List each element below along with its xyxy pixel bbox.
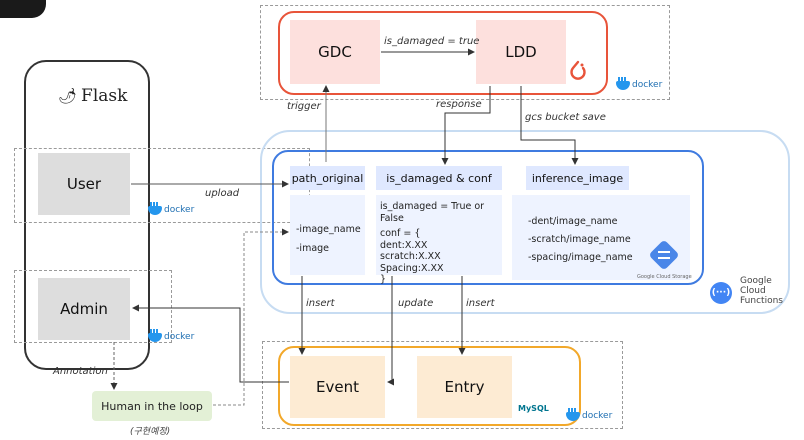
ldd-node: LDD (476, 20, 566, 84)
docker-icon (148, 328, 162, 342)
panel-line: Spacing:X.XX (380, 262, 444, 274)
event-to-admin-arrow (132, 304, 289, 383)
docker-icon (616, 76, 630, 90)
inference-image-header: inference_image (526, 166, 629, 190)
path-original-panel: -image_name -image (290, 195, 365, 275)
human-note: (구현예정) (130, 427, 171, 437)
human-to-functions-line (213, 228, 289, 406)
admin-label: Admin (60, 300, 108, 318)
panel-line: conf = { (380, 228, 421, 239)
gdc-label: GDC (318, 43, 352, 61)
panel-line: dent:X.XX (380, 239, 428, 251)
model-docker-badge: docker (616, 76, 662, 90)
model-docker-box (260, 5, 670, 100)
ldd-label: LDD (505, 43, 537, 61)
response-edge-label: response (436, 99, 482, 110)
human-in-the-loop-node: Human in the loop (92, 391, 212, 421)
user-label: User (66, 175, 102, 193)
user-docker-badge: docker (148, 201, 194, 215)
gcs-label: Google Cloud Storage (637, 274, 692, 280)
gcs-icon-bars (658, 251, 670, 259)
pytorch-container (278, 11, 608, 95)
functions-box (272, 150, 704, 285)
event-node: Event (290, 356, 385, 418)
admin-docker-badge: docker (148, 328, 194, 342)
panel-line: -image_name (296, 224, 361, 235)
flask-logo: 🌶 Flask (58, 86, 127, 106)
annotation-edge-label: Annotation (53, 366, 108, 377)
panel-line: } (380, 274, 387, 285)
user-node: User (38, 153, 130, 215)
gcs-save-arrow (520, 86, 579, 165)
response-arrow (441, 86, 491, 165)
gcs-edge-label: gcs bucket save (525, 112, 606, 123)
event-label: Event (316, 378, 359, 396)
trigger-edge-label: trigger (287, 101, 321, 112)
update-arrow (387, 276, 394, 386)
panel-line: -scratch/image_name (528, 234, 631, 245)
panel-line: scratch:X.XX (380, 251, 441, 262)
entry-node: Entry (417, 356, 512, 418)
admin-docker-box (14, 270, 172, 343)
pytorch-icon (568, 60, 588, 80)
panel-line: -image (296, 243, 330, 254)
human-label: Human in the loop (101, 399, 203, 413)
insert-edge-label-2: insert (466, 298, 495, 309)
panel-line: -dent/image_name (528, 216, 618, 227)
is-damaged-panel: is_damaged = True or False conf = { dent… (376, 195, 502, 285)
gcf-icon: (···) (710, 282, 732, 304)
gdc-node: GDC (290, 20, 380, 84)
flask-title: Flask (81, 86, 128, 106)
gcf-container (260, 130, 790, 314)
insert-edge-label: insert (306, 298, 335, 309)
is-damaged-edge-label: is_damaged = true (384, 36, 480, 47)
flask-horn-icon: 🌶 (58, 87, 78, 105)
flask-container (24, 60, 150, 370)
panel-line: -spacing/image_name (528, 252, 633, 263)
upload-edge-label: upload (205, 188, 240, 199)
mysql-container (278, 346, 581, 426)
docker-icon (148, 201, 162, 215)
admin-node: Admin (38, 278, 130, 340)
panel-line: is_damaged = True or False (380, 201, 485, 224)
mysql-logo: MySQL (518, 404, 549, 413)
update-edge-label: update (398, 298, 434, 309)
db-docker-box (262, 341, 623, 429)
path-original-header: path_original (290, 166, 365, 190)
db-docker-badge: docker (566, 407, 612, 421)
docker-icon (566, 407, 580, 421)
entry-label: Entry (444, 378, 485, 396)
is-damaged-header: is_damaged & conf (376, 166, 502, 190)
corner-fragment (0, 0, 46, 18)
